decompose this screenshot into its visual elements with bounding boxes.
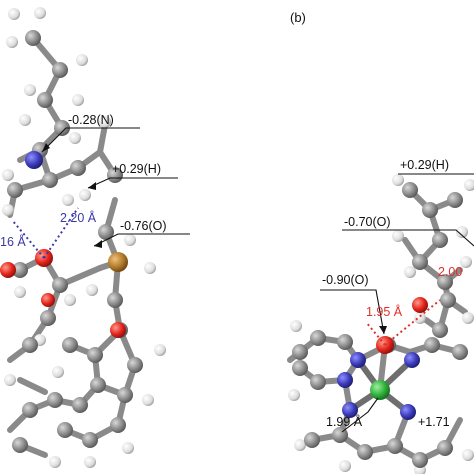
- hbond-line-2: [11, 219, 45, 259]
- hbond-line-1: [43, 207, 79, 259]
- panel-b-distance-label-3: 1.99 Å: [326, 414, 363, 429]
- panel-b-molecule: [287, 174, 474, 474]
- panel-b-oxygen-atom-2: [412, 297, 428, 313]
- panel-b-annotations: +0.29(H) -0.70(O) -0.90(O) 1.95 Å 2.00 1…: [320, 158, 474, 433]
- panel-a-n-charge-label: -0.28(N): [68, 113, 114, 127]
- panel-a-oxygen-atom-3: [41, 293, 55, 307]
- panel-a-oxygen-atom-4: [110, 322, 126, 338]
- panel-a-phosphorus-atom: [108, 252, 128, 272]
- panel-a-carbons: [7, 30, 143, 453]
- panel-a-h-charge-label: +0.29(H): [112, 162, 161, 176]
- panel-b-h-charge-label: +0.29(H): [400, 158, 449, 172]
- panel-a-distance-label-2: 16 Å: [0, 234, 26, 249]
- panel-a-molecule: [0, 7, 166, 468]
- panel-b-o-charge-label-2: -0.90(O): [322, 273, 369, 287]
- panel-b-metal-charge-label: +1.71: [418, 415, 450, 429]
- panel-a-oxygen-atom-2: [0, 262, 16, 278]
- panel-b-distance-label-1: 1.95 Å: [366, 304, 403, 319]
- panel-a-nitrogen-atom: [25, 151, 43, 169]
- panel-b-o-charge-label-1: -0.70(O): [344, 215, 391, 229]
- panel-b-hydrogens: [288, 174, 474, 474]
- panel-a-distance-label-1: 2.20 Å: [60, 210, 97, 225]
- panel-b-distance-label-2: 2.00: [438, 265, 462, 279]
- panel-b-metal-atom: [370, 380, 390, 400]
- panel-b-label: (b): [290, 10, 306, 25]
- panel-a-annotations: -0.28(N) +0.29(H) -0.76(O) 2.20 Å 16 Å: [0, 113, 190, 249]
- panel-a-hydrogens: [2, 7, 166, 468]
- panel-b-nitrogens: [337, 352, 420, 420]
- panel-b-contact-line-1: [384, 299, 441, 346]
- panel-a-o-charge-label: -0.76(O): [120, 219, 167, 233]
